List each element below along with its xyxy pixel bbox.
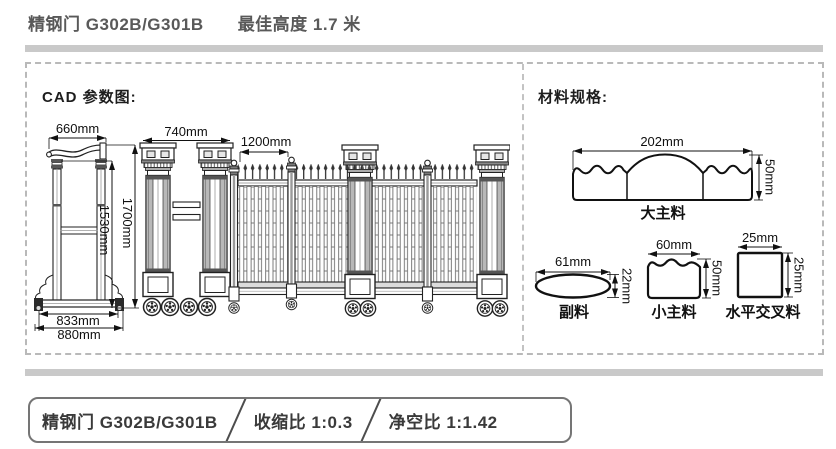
title-product: 精钢门 G302B/G301B — [28, 15, 204, 34]
label-cross: 水平交叉料 — [725, 303, 800, 321]
footer-shrink-ratio: 收缩比 1:0.3 — [253, 412, 353, 432]
dim-aux-width: 61mm — [555, 254, 591, 269]
dim-big-main-height: 50mm — [763, 159, 778, 195]
dim-front-pillar-width: 740mm — [164, 124, 207, 139]
label-aux: 副料 — [559, 303, 589, 321]
dim-side-top-width: 660mm — [56, 121, 99, 136]
dim-side-base-outer: 880mm — [57, 327, 100, 342]
dim-side-height-total: 1700mm — [120, 198, 135, 249]
dim-front-panel-width: 1200mm — [241, 134, 292, 149]
material-profile-big-main: 202mm 50mm 大主料 — [572, 134, 778, 222]
dim-aux-height: 22mm — [620, 268, 635, 304]
front-view-dimensions — [143, 137, 289, 162]
dim-side-height-inner: 1530mm — [97, 205, 112, 256]
label-small-main: 小主料 — [651, 303, 696, 321]
label-big-main: 大主料 — [640, 204, 685, 222]
dim-small-main-height: 50mm — [710, 260, 725, 296]
material-profile-aux: 61mm 22mm 副料 — [534, 254, 635, 321]
bottom-divider-bar — [25, 369, 823, 376]
panel-divider — [522, 64, 524, 351]
title-best-height: 最佳高度 1.7 米 — [237, 15, 361, 34]
cad-drawing-svg: 660mm 1530mm 1700mm 833mm 880mm — [34, 121, 510, 342]
footer-clearance-ratio: 净空比 1:1.42 — [388, 412, 498, 432]
materials-drawing-svg: 202mm 50mm 大主料 61mm 22mm 副料 — [534, 134, 807, 321]
top-divider-bar — [25, 45, 823, 52]
dim-small-main-width: 60mm — [656, 237, 692, 252]
materials-section-label: 材料规格: — [538, 89, 608, 106]
material-profile-cross: 25mm 25mm 水平交叉料 — [725, 230, 806, 321]
dim-cross-width: 25mm — [742, 230, 778, 245]
slash-divider — [224, 399, 248, 441]
slash-divider — [359, 399, 383, 441]
spec-panel — [25, 62, 824, 355]
material-profile-small-main: 60mm 50mm 小主料 — [646, 237, 725, 321]
dim-big-main-width: 202mm — [640, 134, 683, 149]
footer-ratio-box: 精钢门 G302B/G301B 收缩比 1:0.3 净空比 1:1.42 — [28, 397, 572, 443]
cad-section-label: CAD 参数图: — [42, 89, 137, 106]
side-view-dimensions — [34, 135, 139, 331]
dim-cross-height: 25mm — [792, 257, 807, 293]
page-title: 精钢门 G302B/G301B 最佳高度 1.7 米 — [28, 10, 361, 35]
footer-product: 精钢门 G302B/G301B — [42, 412, 218, 432]
front-view-drawing — [139, 142, 510, 317]
dim-side-base-inner: 833mm — [56, 313, 99, 328]
